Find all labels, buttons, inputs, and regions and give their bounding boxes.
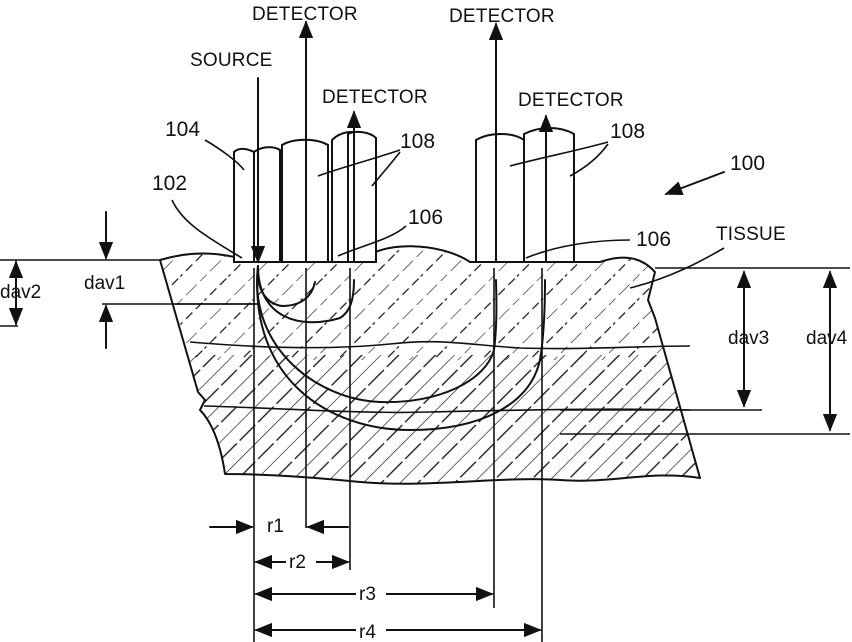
r3-label: r3 — [359, 584, 376, 605]
r4-label: r4 — [359, 622, 376, 642]
dav2-label: dav2 — [0, 282, 41, 303]
detector-fiber-3 — [476, 134, 524, 262]
dav1-label: dav1 — [84, 273, 125, 294]
ref-104-label: 104 — [165, 118, 200, 141]
r1-label: r1 — [267, 516, 284, 537]
ref-102-label: 102 — [152, 172, 187, 195]
source-label: SOURCE — [190, 50, 273, 71]
ref-106-label-1: 106 — [408, 206, 443, 229]
dav3-label: dav3 — [728, 328, 769, 349]
ref-108-label-2: 108 — [610, 120, 645, 143]
detector-label-4: DETECTOR — [518, 90, 624, 111]
ref-100-label: 100 — [730, 152, 765, 175]
tissue-block — [150, 230, 710, 495]
detector-label-3: DETECTOR — [322, 87, 428, 108]
ref-108-label-1: 108 — [400, 130, 435, 153]
tissue-label: TISSUE — [716, 224, 786, 245]
r2-label: r2 — [289, 552, 306, 573]
dav4-label: dav4 — [806, 328, 848, 349]
detector-fiber-4 — [524, 128, 574, 262]
ref-106-label-2: 106 — [636, 228, 671, 251]
detector-label-1: DETECTOR — [252, 4, 358, 25]
detector-label-2: DETECTOR — [449, 6, 555, 27]
